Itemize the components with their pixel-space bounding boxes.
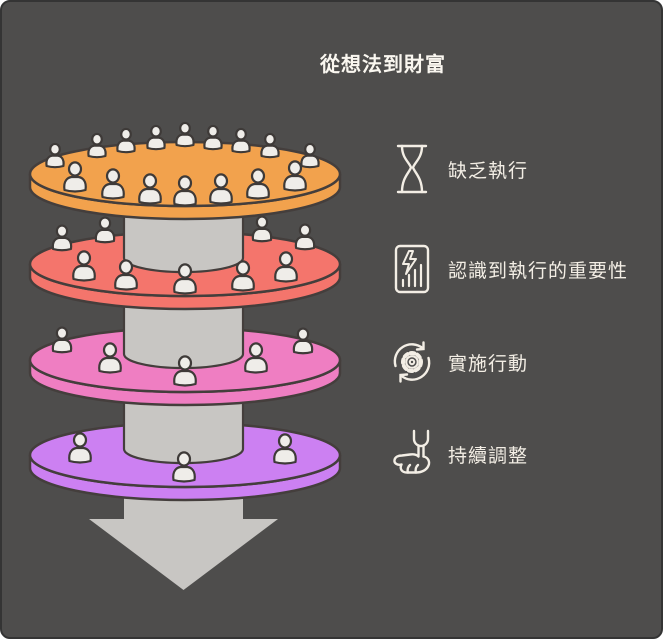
person-icon bbox=[277, 433, 293, 449]
person-icon bbox=[246, 182, 270, 200]
person-icon bbox=[235, 260, 251, 276]
person-icon bbox=[72, 264, 96, 282]
person-icon bbox=[248, 342, 264, 358]
disc-people-lack-of-execution bbox=[45, 121, 320, 207]
person-icon bbox=[203, 136, 223, 151]
document-chart-icon bbox=[388, 241, 436, 297]
gear-refresh-icon bbox=[388, 334, 436, 390]
person-icon bbox=[235, 127, 247, 141]
person-icon bbox=[287, 160, 303, 176]
person-icon bbox=[231, 274, 255, 292]
person-icon bbox=[98, 356, 122, 374]
person-icon bbox=[213, 173, 229, 189]
legend-item-recognize-importance: 認識到執行的重要性 bbox=[388, 240, 628, 298]
person-icon bbox=[105, 168, 121, 184]
person-icon bbox=[176, 451, 192, 467]
person-icon bbox=[304, 142, 316, 156]
person-icon bbox=[207, 124, 219, 138]
person-icon bbox=[150, 124, 162, 138]
person-icon bbox=[55, 224, 69, 238]
person-icon bbox=[260, 144, 280, 159]
person-icon bbox=[179, 121, 191, 135]
person-icon bbox=[120, 127, 132, 141]
legend-label: 持續調整 bbox=[448, 444, 529, 467]
person-icon bbox=[296, 327, 310, 341]
disc-people-implement-action bbox=[51, 326, 314, 387]
person-icon bbox=[175, 133, 195, 148]
person-icon bbox=[298, 223, 312, 237]
person-icon bbox=[255, 215, 269, 229]
person-icon bbox=[172, 465, 196, 483]
person-icon bbox=[177, 175, 193, 191]
legend-label: 認識到執行的重要性 bbox=[448, 259, 629, 282]
person-icon bbox=[87, 144, 107, 159]
person-icon bbox=[94, 228, 116, 244]
person-icon bbox=[274, 265, 298, 283]
person-icon bbox=[300, 154, 320, 169]
person-icon bbox=[142, 173, 158, 189]
disc-people-continuous-adjustment bbox=[68, 432, 297, 483]
person-icon bbox=[173, 189, 197, 207]
person-icon bbox=[101, 182, 125, 200]
person-icon bbox=[116, 139, 136, 154]
funnel-svg bbox=[28, 121, 342, 590]
legend-label: 實施行動 bbox=[448, 352, 529, 375]
hourglass-icon bbox=[388, 141, 436, 197]
person-icon bbox=[264, 132, 276, 146]
wrench-hand-icon bbox=[388, 426, 436, 482]
person-icon bbox=[146, 136, 166, 151]
disc-people-recognize-importance bbox=[51, 215, 316, 295]
person-icon bbox=[278, 251, 294, 267]
person-icon bbox=[292, 339, 314, 355]
person-icon bbox=[173, 277, 197, 295]
person-icon bbox=[173, 369, 197, 387]
person-icon bbox=[231, 139, 251, 154]
legend-label: 缺乏執行 bbox=[448, 159, 529, 182]
person-icon bbox=[72, 432, 88, 448]
person-icon bbox=[67, 161, 83, 177]
person-icon bbox=[138, 187, 162, 205]
person-icon bbox=[91, 132, 103, 146]
person-icon bbox=[244, 356, 268, 374]
person-icon bbox=[51, 338, 73, 354]
person-icon bbox=[68, 446, 92, 464]
person-icon bbox=[177, 263, 193, 279]
person-icon bbox=[76, 250, 92, 266]
person-icon bbox=[118, 259, 134, 275]
person-icon bbox=[55, 326, 69, 340]
person-icon bbox=[250, 168, 266, 184]
person-icon bbox=[98, 216, 112, 230]
person-icon bbox=[114, 273, 138, 291]
page-title: 從想法到財富 bbox=[320, 52, 446, 76]
person-icon bbox=[209, 187, 233, 205]
person-icon bbox=[51, 236, 73, 252]
legend-item-lack-of-execution: 缺乏執行 bbox=[388, 140, 528, 198]
legend-item-continuous-adjustment: 持續調整 bbox=[388, 425, 528, 483]
person-icon bbox=[283, 174, 307, 192]
person-icon bbox=[45, 154, 65, 169]
person-icon bbox=[102, 342, 118, 358]
person-icon bbox=[251, 227, 273, 243]
person-icon bbox=[294, 235, 316, 251]
person-icon bbox=[177, 355, 193, 371]
legend-item-implement-action: 實施行動 bbox=[388, 333, 528, 391]
person-icon bbox=[49, 142, 61, 156]
person-icon bbox=[273, 447, 297, 465]
person-icon bbox=[63, 175, 87, 193]
